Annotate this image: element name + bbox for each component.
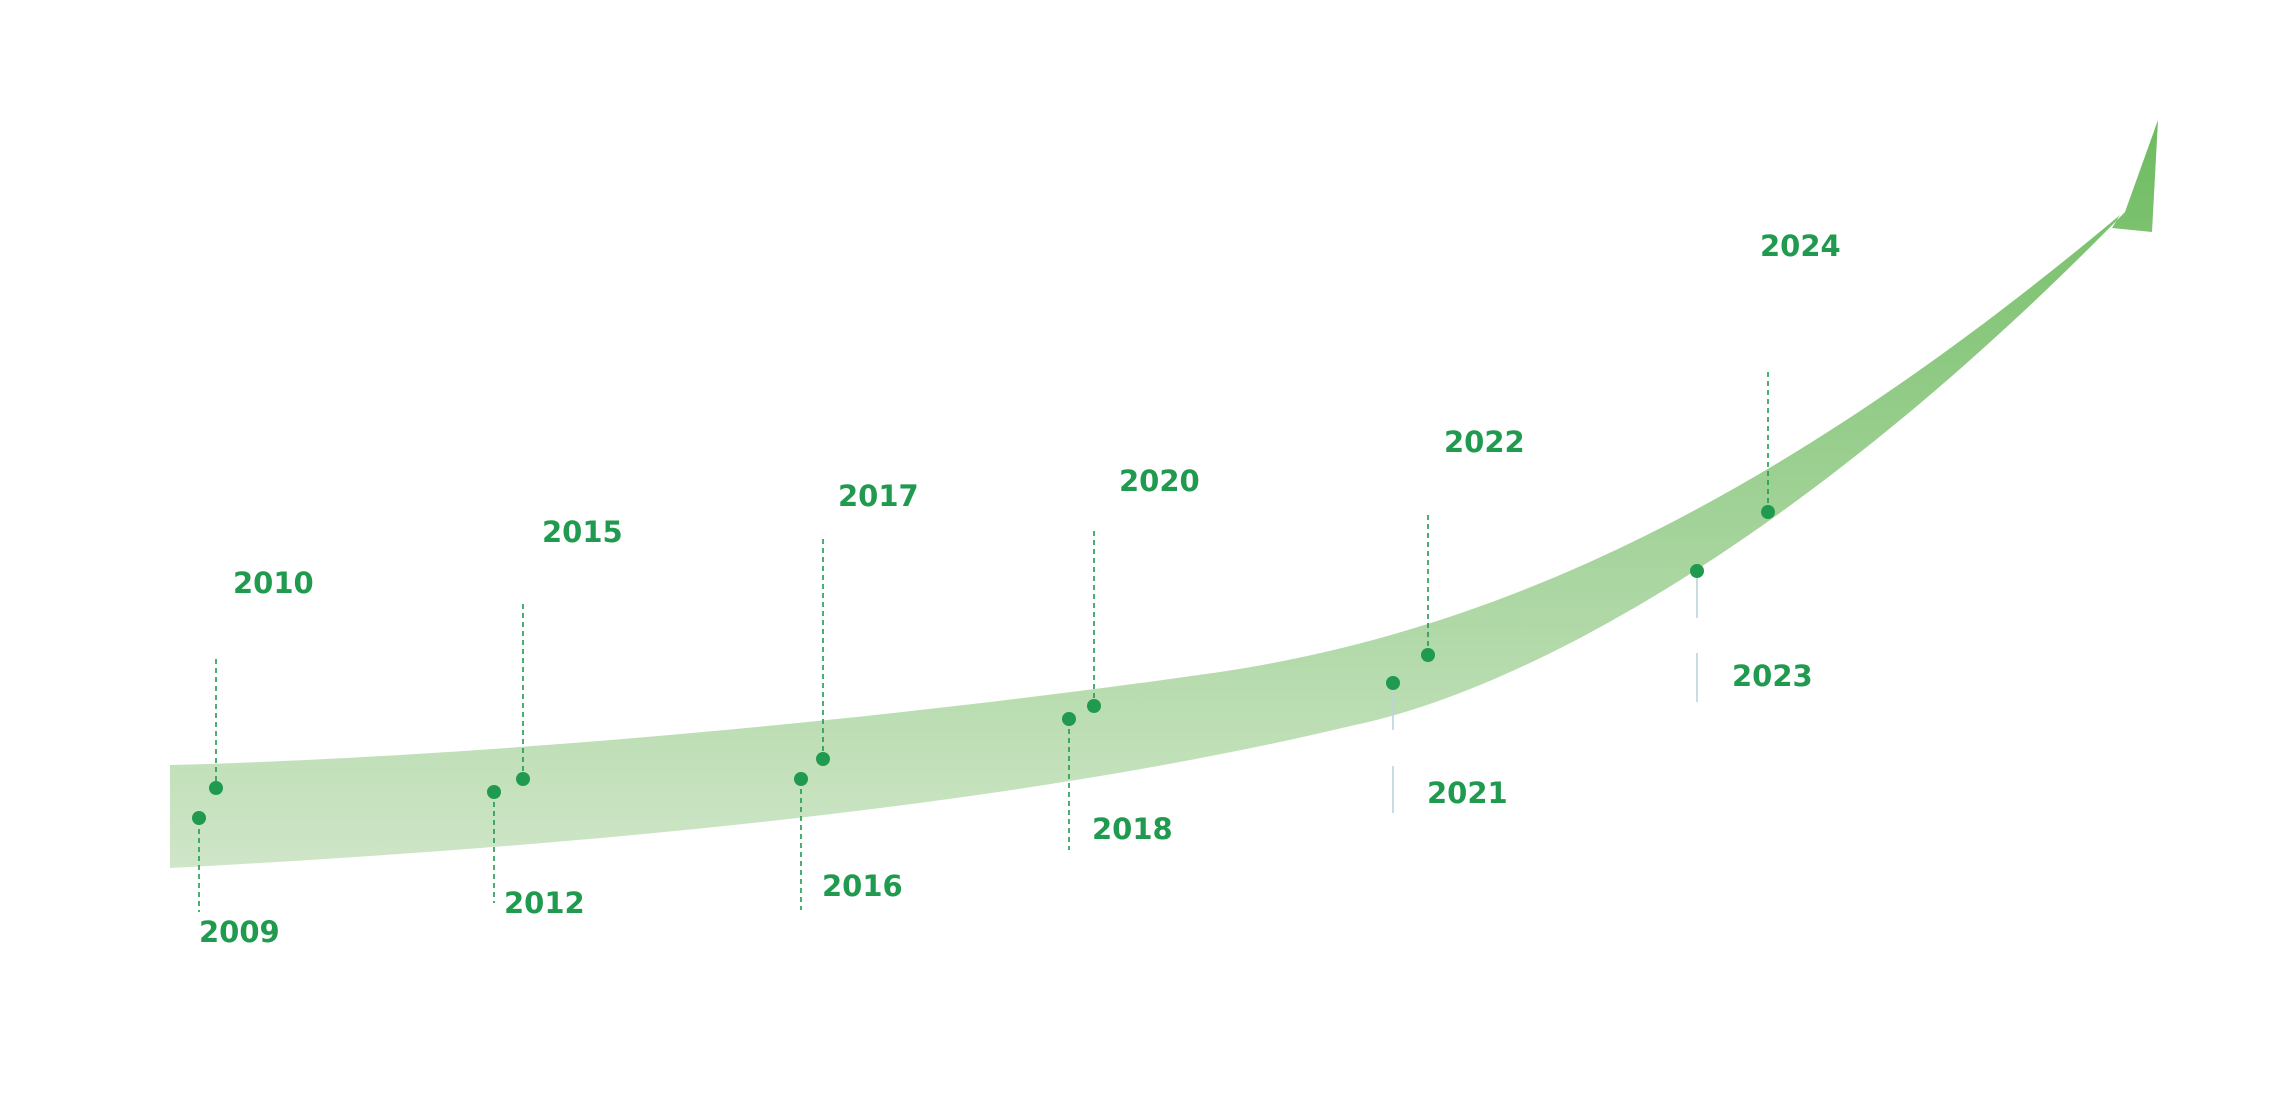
milestone-dot-2017 bbox=[816, 752, 830, 766]
year-label-2024: 2024 bbox=[1760, 229, 1841, 263]
leader-lines bbox=[198, 372, 1769, 912]
milestone-dot-2012 bbox=[487, 785, 501, 799]
milestone-dot-2015 bbox=[516, 772, 530, 786]
year-label-2021: 2021 bbox=[1427, 776, 1508, 810]
year-label-2022: 2022 bbox=[1444, 425, 1525, 459]
year-label-2010: 2010 bbox=[233, 566, 314, 600]
milestone-dot-2016 bbox=[794, 772, 808, 786]
year-label-2016: 2016 bbox=[822, 869, 903, 903]
year-label-2015: 2015 bbox=[542, 515, 623, 549]
year-label-2018: 2018 bbox=[1092, 812, 1173, 846]
growth-arrow-band bbox=[170, 120, 2158, 868]
milestone-dot-2024 bbox=[1761, 505, 1775, 519]
milestone-dot-2021 bbox=[1386, 676, 1400, 690]
milestone-dot-2022 bbox=[1421, 648, 1435, 662]
milestone-dots bbox=[192, 505, 1775, 825]
milestone-dot-2018 bbox=[1062, 712, 1076, 726]
year-label-2023: 2023 bbox=[1732, 659, 1813, 693]
year-label-2017: 2017 bbox=[838, 479, 919, 513]
milestone-dot-2009 bbox=[192, 811, 206, 825]
milestone-dot-2010 bbox=[209, 781, 223, 795]
milestone-dot-2020 bbox=[1087, 699, 1101, 713]
year-label-2020: 2020 bbox=[1119, 464, 1200, 498]
milestone-dot-2023 bbox=[1690, 564, 1704, 578]
year-label-2012: 2012 bbox=[504, 886, 585, 920]
year-label-2009: 2009 bbox=[199, 915, 280, 949]
